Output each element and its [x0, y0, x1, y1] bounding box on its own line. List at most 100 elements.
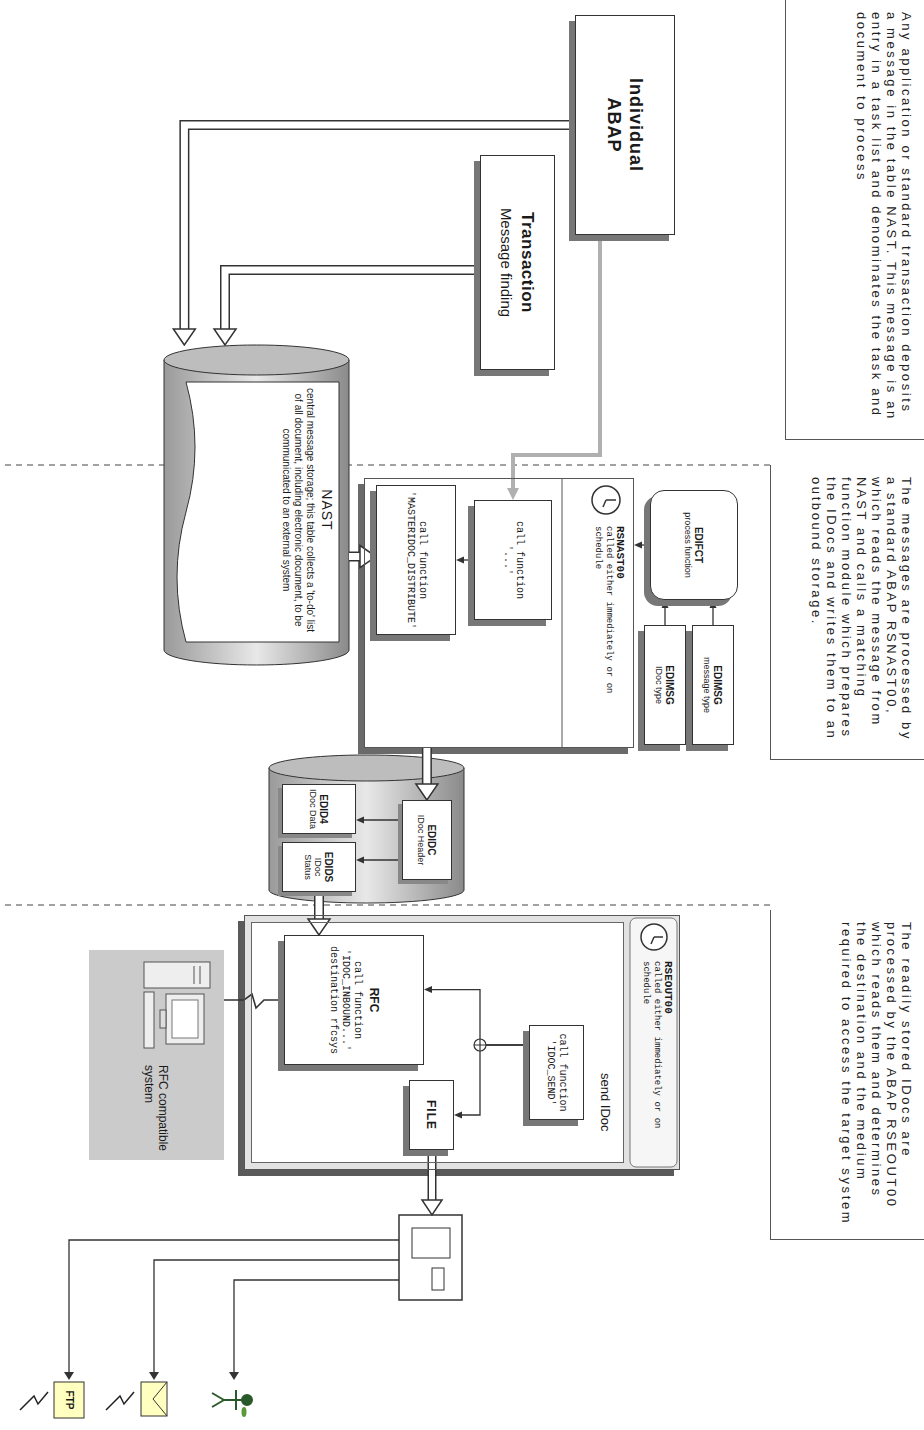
- connector: [356, 817, 402, 824]
- connector-line: [349, 553, 360, 560]
- function-box: call function 'MASTERIDOC_DISTRIBUTE': [376, 485, 456, 635]
- connector-line: [349, 552, 360, 562]
- node-text: RFC compatible system: [143, 1065, 171, 1152]
- send-box: send IDoccall function 'IDOC_SEND'FILERF…: [251, 922, 624, 1163]
- node-text: EDIDS: [324, 852, 335, 883]
- arrow-head: [416, 784, 438, 800]
- node-text: call function 'MASTERIDOC_DISTRIBUTE': [404, 490, 428, 630]
- arrow-head: [710, 600, 717, 608]
- node-text: IDoc type: [655, 666, 665, 704]
- connector-line: [224, 994, 284, 1008]
- connector: [416, 748, 438, 800]
- arrow-head: [662, 600, 669, 608]
- node-text: Message finding: [498, 208, 515, 317]
- database-cylinder: NASTcentral message storage; this table …: [164, 345, 349, 665]
- connector: [224, 994, 284, 1008]
- node-text: called either immediately or on schedule: [592, 526, 614, 739]
- ftp-icon: [54, 1382, 84, 1418]
- connector-line: [712, 608, 713, 625]
- table-box: EDIMSGIDoc type: [644, 625, 686, 745]
- node-text: IDoc Data: [309, 789, 319, 829]
- arrow-head: [507, 488, 519, 500]
- idoc-table: EDID4IDoc Data: [282, 784, 356, 834]
- node-text: call function 'IDOC_SEND': [545, 1030, 569, 1115]
- lightning-symbol: [20, 1392, 48, 1410]
- program-panel: RSEOUT00called either immediately or on …: [244, 915, 680, 1170]
- cylinder-cap: [269, 755, 464, 781]
- panel-shadow: [238, 921, 674, 1176]
- connector-line: [642, 544, 650, 545]
- connector-line: [664, 608, 665, 625]
- node-text: called either immediately or on schedule: [640, 961, 662, 1161]
- hollow-arrow: [422, 1150, 442, 1215]
- function-box: call function 'IDOC_SEND': [529, 1025, 584, 1120]
- note-box: Any application or standard transaction …: [785, 0, 924, 440]
- file-box: FILE: [409, 1080, 454, 1150]
- connector: [424, 986, 529, 1045]
- connector: [710, 600, 717, 625]
- note-box: The readily stored IDocs are processed b…: [770, 910, 924, 1240]
- divider-line: [0, 465, 770, 466]
- connector-line: [364, 859, 402, 860]
- arrow-head: [214, 329, 236, 345]
- computer-icon: [144, 962, 210, 1048]
- idoc-table: EDIDCIDoc Header: [402, 800, 452, 880]
- panel-fill: [244, 915, 680, 1170]
- node-text: call function 'IDOC_INBOUND...' destinat…: [327, 940, 363, 1060]
- connector: [349, 546, 376, 568]
- connector-line: [422, 748, 432, 784]
- arrow-head: [356, 857, 364, 864]
- connector-line: [364, 819, 402, 820]
- node-text: The readily stored IDocs are processed b…: [839, 922, 914, 1227]
- divider-line: [0, 905, 770, 906]
- arrow-head: [454, 1112, 462, 1119]
- node-text: process function: [684, 512, 694, 578]
- clock-icon: [641, 924, 667, 950]
- function-box: call function '...': [474, 500, 552, 620]
- connector: [662, 600, 669, 625]
- panel-header: [630, 918, 677, 1167]
- note-box: The messages are processed by a standard…: [770, 465, 924, 760]
- node-text: send IDoc: [598, 1073, 613, 1150]
- node-text: The messages are processed by a standard…: [809, 477, 914, 747]
- person-icon: [212, 1390, 252, 1417]
- connector: [214, 270, 480, 345]
- node-text: Transaction: [517, 212, 537, 313]
- document-sheet: [177, 382, 339, 642]
- node-text: RSEOUT00: [662, 961, 674, 1161]
- panel-divider: [562, 478, 563, 748]
- panel-fill: [364, 478, 634, 748]
- connector: [356, 857, 402, 864]
- program-box: Individual ABAP: [575, 15, 675, 235]
- idoc-table: EDIDSIDoc Status: [282, 842, 356, 892]
- node-text: EDIDC: [427, 824, 438, 855]
- external-system: RFC compatible system: [89, 950, 224, 1160]
- connector-line: [225, 270, 480, 329]
- table-box: EDIMSGmessage type: [692, 625, 734, 745]
- connector: [456, 557, 474, 564]
- connector-line: [464, 559, 474, 560]
- output-line: [69, 1240, 399, 1372]
- node-text: Individual ABAP: [603, 65, 647, 185]
- arrow-head: [173, 329, 195, 345]
- junction-symbol: [474, 1039, 486, 1051]
- connector-line: [462, 1045, 529, 1115]
- connector-line: [432, 990, 529, 1045]
- arrow-head: [456, 557, 464, 564]
- arrow-head: [360, 546, 376, 568]
- node-text: IDoc Header: [417, 815, 427, 866]
- program-panel: RSNAST00called either immediately or on …: [364, 478, 634, 748]
- node-text: EDIFCT: [694, 527, 705, 563]
- node-text: FILE: [425, 1100, 439, 1130]
- cylinder-cap: [164, 345, 349, 375]
- process-function: EDIFCTprocess function: [650, 490, 738, 600]
- node-text: NAST: [319, 489, 335, 530]
- clock-icon: [592, 486, 620, 514]
- node-text: EDID4: [319, 794, 330, 823]
- node-text: Any application or standard transaction …: [854, 12, 914, 427]
- node-text: EDIMSG: [665, 665, 676, 704]
- node-text: message type: [703, 657, 713, 713]
